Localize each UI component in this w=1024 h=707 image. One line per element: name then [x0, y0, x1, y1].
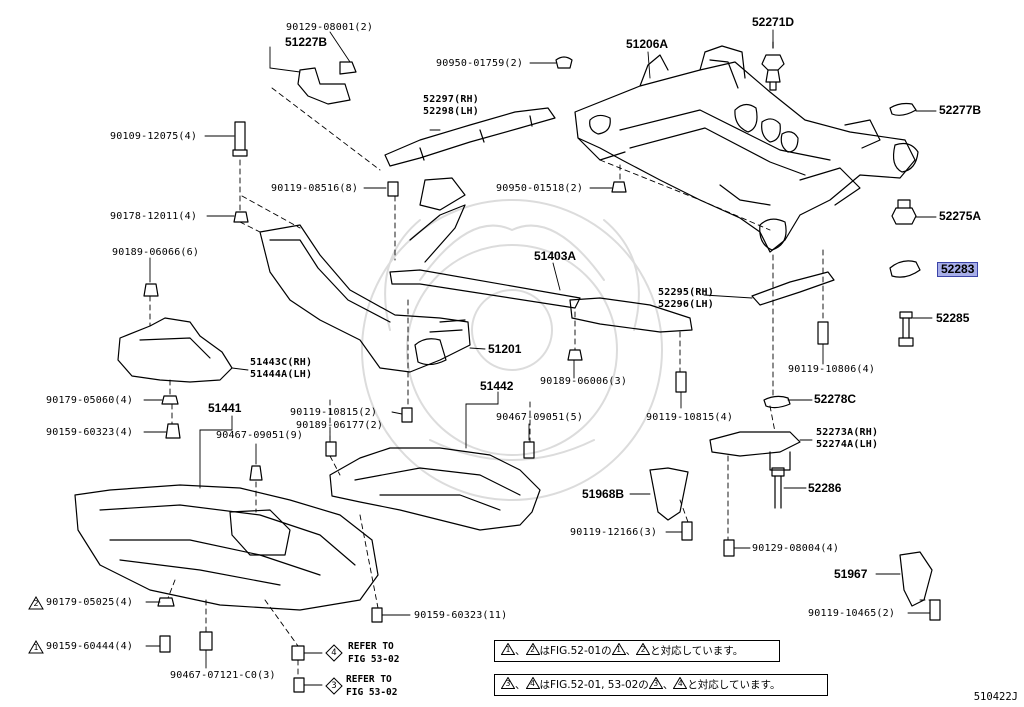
refer-to-text-2: REFER TO	[346, 674, 392, 685]
bracket-52273A	[709, 431, 801, 457]
label-90119-10815-2[interactable]: 90119-10815(2)	[290, 407, 378, 418]
label-90119-10815-4[interactable]: 90119-10815(4)	[646, 412, 734, 423]
label-90179-05060[interactable]: 90179-05060(4)	[46, 395, 134, 406]
note-sep: 、	[515, 645, 526, 657]
note-1-triangle-icon: 1	[28, 640, 44, 654]
note-1-text: はFIG.52-01の	[539, 645, 612, 657]
bushing-52271D	[761, 41, 785, 91]
washer-52278C	[763, 395, 791, 409]
label-52286[interactable]: 52286	[808, 481, 842, 495]
label-51442[interactable]: 51442	[480, 379, 514, 393]
bushing-52275A	[891, 199, 917, 225]
label-90467-07121-C0[interactable]: 90467-07121-C0(3)	[170, 670, 276, 681]
label-52283-highlighted[interactable]: 52283	[937, 262, 979, 277]
label-51201[interactable]: 51201	[488, 342, 522, 356]
label-90467-09051-9[interactable]: 90467-09051(9)	[216, 430, 304, 441]
label-52273A[interactable]: 52273A(RH)	[816, 427, 879, 438]
leader-lines	[143, 29, 937, 686]
cover-51442	[329, 447, 541, 531]
label-90129-08004[interactable]: 90129-08004(4)	[752, 543, 840, 554]
label-51206A[interactable]: 51206A	[626, 37, 669, 51]
label-90129-08001[interactable]: 90129-08001(2)	[286, 22, 374, 33]
bracket-51227B	[297, 67, 351, 105]
note-2-triangle-icon: 2	[28, 596, 44, 610]
label-52278C[interactable]: 52278C	[814, 392, 857, 406]
label-51968B[interactable]: 51968B	[582, 487, 625, 501]
label-90178-12011[interactable]: 90178-12011(4)	[110, 211, 198, 222]
label-90159-60323-4[interactable]: 90159-60323(4)	[46, 427, 134, 438]
refer-fig-link-1[interactable]: FIG 53-02	[348, 654, 400, 665]
label-90119-10806[interactable]: 90119-10806(4)	[788, 364, 876, 375]
label-90189-06006[interactable]: 90189-06006(3)	[540, 376, 628, 387]
note-sep: 、	[662, 679, 674, 691]
label-51443C[interactable]: 51443C(RH)	[250, 357, 313, 368]
label-90119-08516[interactable]: 90119-08516(8)	[271, 183, 359, 194]
label-90109-12075[interactable]: 90109-12075(4)	[110, 131, 198, 142]
figure-number: 510422J	[973, 691, 1018, 703]
arm-52296	[569, 297, 693, 333]
subframe-51206A	[574, 45, 919, 253]
label-90467-09051-5[interactable]: 90467-09051(5)	[496, 412, 584, 423]
label-90119-10465[interactable]: 90119-10465(2)	[808, 608, 896, 619]
label-90950-01518[interactable]: 90950-01518(2)	[496, 183, 584, 194]
washer-52277B	[889, 102, 917, 116]
label-52271D[interactable]: 52271D	[752, 15, 795, 29]
note-sep: 、	[625, 645, 637, 657]
note-4-icon: 4	[525, 677, 540, 689]
note-3-icon: 3	[648, 677, 663, 689]
arm-52295	[751, 271, 835, 306]
note-2-icon: 2	[636, 643, 651, 655]
label-52274A[interactable]: 52274A(LH)	[816, 439, 879, 450]
label-90159-60444[interactable]: 90159-60444(4)	[46, 641, 134, 652]
label-90119-12166[interactable]: 90119-12166(3)	[570, 527, 658, 538]
note-2-end: と対応しています。	[687, 679, 781, 691]
label-52285[interactable]: 52285	[936, 311, 970, 325]
label-90189-06066[interactable]: 90189-06066(6)	[112, 247, 200, 258]
label-52296[interactable]: 52296(LH)	[658, 299, 714, 310]
note-3-icon: 3	[501, 677, 515, 689]
label-90189-06177[interactable]: 90189-06177(2)	[296, 420, 384, 431]
bracket-51968B	[649, 467, 689, 521]
label-51967[interactable]: 51967	[834, 567, 868, 581]
label-51441[interactable]: 51441	[208, 401, 242, 415]
note-2-icon: 2	[525, 643, 540, 655]
cushion-52283	[889, 260, 921, 278]
label-51403A[interactable]: 51403A	[534, 249, 577, 263]
bracket-51967	[899, 551, 933, 607]
rod-51403A	[389, 269, 581, 309]
label-90179-05025[interactable]: 90179-05025(4)	[46, 597, 134, 608]
note-2-text: はFIG.52-01, 53-02の	[539, 679, 649, 691]
note-1-end: と対応しています。	[650, 645, 744, 657]
label-52295[interactable]: 52295(RH)	[658, 287, 714, 298]
brace-52297	[384, 107, 556, 167]
crossmember-51201	[259, 224, 471, 373]
watermark-emblem	[361, 199, 663, 501]
note-4-icon: 4	[673, 677, 688, 689]
refer-3-diamond-icon: 3	[325, 677, 343, 695]
refer-4-diamond-icon: 4	[325, 644, 343, 662]
label-51444A[interactable]: 51444A(LH)	[250, 369, 313, 380]
label-90950-01759[interactable]: 90950-01759(2)	[436, 58, 524, 69]
assembly-dashed-lines	[149, 87, 935, 679]
note-sep: 、	[515, 679, 526, 691]
label-52275A[interactable]: 52275A	[939, 209, 982, 223]
cover-51443C	[117, 317, 233, 383]
note-1-icon: 1	[611, 643, 626, 655]
label-51227B[interactable]: 51227B	[285, 35, 328, 49]
refer-to-text-1: REFER TO	[348, 641, 394, 652]
fasteners	[143, 56, 941, 693]
label-52297[interactable]: 52297(RH)	[423, 94, 479, 105]
note-1-icon: 1	[501, 643, 515, 655]
label-52298[interactable]: 52298(LH)	[423, 106, 479, 117]
bolt-52285	[898, 311, 914, 347]
refer-fig-link-2[interactable]: FIG 53-02	[346, 687, 398, 698]
label-90159-60323-11[interactable]: 90159-60323(11)	[414, 610, 508, 621]
label-52277B[interactable]: 52277B	[939, 103, 982, 117]
